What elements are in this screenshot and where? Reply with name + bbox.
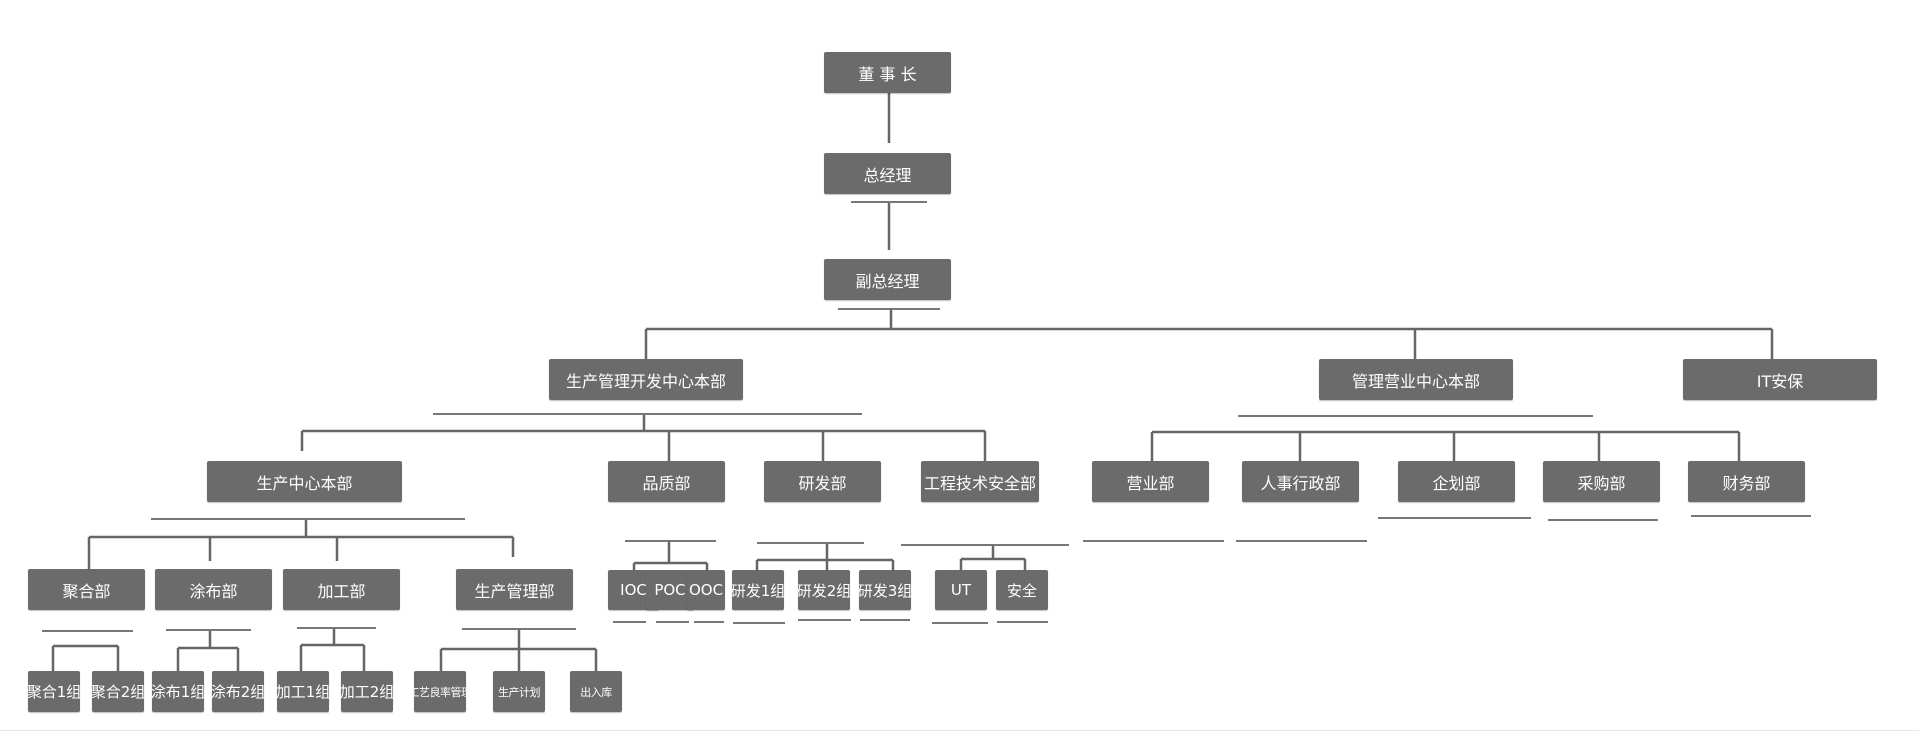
engineering-safety-dept-node[interactable]: 工程技术安全部 xyxy=(921,461,1039,502)
it-security-node[interactable]: IT安保 xyxy=(1683,359,1877,400)
poc-node[interactable]: POC xyxy=(646,570,694,610)
deputy-gm-node[interactable]: 副总经理 xyxy=(824,259,951,300)
polymerization-dept-node[interactable]: 聚合部 xyxy=(28,569,145,610)
rnd-group-3-node[interactable]: 研发3组 xyxy=(859,570,911,610)
coating-dept-node[interactable]: 涂布部 xyxy=(155,569,272,610)
process-yield-mgmt-node[interactable]: 工艺良率管理 xyxy=(414,671,466,712)
ooc-node[interactable]: OOC xyxy=(687,570,725,610)
production-center-node[interactable]: 生产中心本部 xyxy=(207,461,402,502)
sales-dept-node[interactable]: 营业部 xyxy=(1092,461,1209,502)
ut-node[interactable]: UT xyxy=(935,570,987,610)
proc-group-2-node[interactable]: 加工2组 xyxy=(341,671,393,712)
general-manager-node[interactable]: 总经理 xyxy=(824,153,951,194)
production-plan-node[interactable]: 生产计划 xyxy=(493,671,545,712)
hr-admin-dept-node[interactable]: 人事行政部 xyxy=(1242,461,1359,502)
quality-dept-node[interactable]: 品质部 xyxy=(608,461,725,502)
processing-dept-node[interactable]: 加工部 xyxy=(283,569,400,610)
production-hq-node[interactable]: 生产管理开发中心本部 xyxy=(549,359,743,400)
rnd-group-1-node[interactable]: 研发1组 xyxy=(732,570,784,610)
purchasing-dept-node[interactable]: 采购部 xyxy=(1543,461,1660,502)
safety-node[interactable]: 安全 xyxy=(996,570,1048,610)
coat-group-2-node[interactable]: 涂布2组 xyxy=(212,671,264,712)
planning-dept-node[interactable]: 企划部 xyxy=(1398,461,1515,502)
rnd-group-2-node[interactable]: 研发2组 xyxy=(798,570,850,610)
coat-group-1-node[interactable]: 涂布1组 xyxy=(152,671,204,712)
poly-group-2-node[interactable]: 聚合2组 xyxy=(92,671,144,712)
proc-group-1-node[interactable]: 加工1组 xyxy=(277,671,329,712)
production-mgmt-dept-node[interactable]: 生产管理部 xyxy=(456,569,573,610)
poly-group-1-node[interactable]: 聚合1组 xyxy=(28,671,80,712)
chairman-node[interactable]: 董 事 长 xyxy=(824,52,951,93)
rnd-dept-node[interactable]: 研发部 xyxy=(764,461,881,502)
finance-dept-node[interactable]: 财务部 xyxy=(1688,461,1805,502)
sales-hq-node[interactable]: 管理营业中心本部 xyxy=(1319,359,1513,400)
warehouse-io-node[interactable]: 出入库 xyxy=(570,671,622,712)
